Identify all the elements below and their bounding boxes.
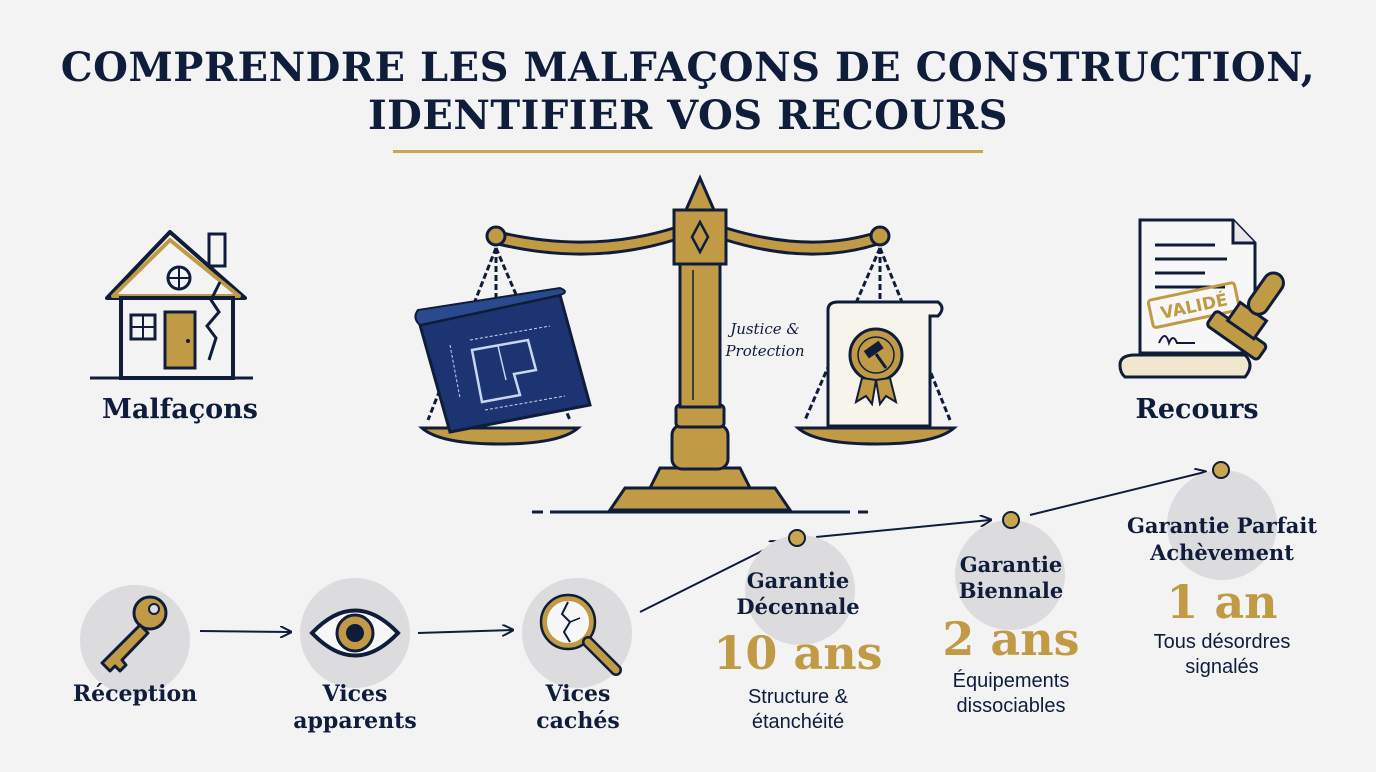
garantie-parfait-line-1: Garantie Parfait [1126, 513, 1318, 538]
malfacons-label: Malfaçons [101, 394, 259, 425]
validated-document-stamp-icon: VALIDÉ [1115, 215, 1285, 385]
title-divider [393, 150, 983, 153]
justice-caption-line-1: Justice & [730, 320, 800, 338]
magnifier-crack-icon [539, 593, 622, 676]
garantie-parfait-circle [1167, 470, 1277, 580]
balance-scale-icon [410, 170, 970, 520]
garantie-biennale-circle [955, 520, 1065, 630]
garantie-decennale-circle [745, 535, 855, 645]
reception-circle [80, 585, 190, 695]
timeline-dot-parfait [1212, 461, 1230, 479]
timeline-dot-biennale [1002, 511, 1020, 529]
certificate-gavel-icon [826, 300, 944, 428]
vices-caches-circle [522, 578, 632, 688]
garantie-biennale-desc-line-1: Équipements [952, 670, 1070, 692]
eye-icon [309, 608, 401, 658]
garantie-decennale-duration: 10 ans [713, 626, 883, 680]
justice-caption-line-2: Protection [725, 342, 805, 360]
garantie-biennale-desc-line-2: dissociables [956, 695, 1066, 717]
vices-apparents-circle [300, 578, 410, 688]
recours-label: Recours [1135, 394, 1259, 425]
key-icon [100, 595, 168, 673]
garantie-parfait-desc-line-2: signalés [1185, 656, 1259, 678]
step-vices-caches-line-1: Vices [545, 681, 611, 707]
garantie-decennale-line-1: Garantie [746, 568, 850, 593]
garantie-decennale-desc-line-1: Structure & [747, 686, 849, 708]
step-vices-caches-line-2: cachés [536, 708, 620, 734]
garantie-parfait-duration: 1 an [1166, 575, 1278, 629]
step-reception-label: Réception [72, 681, 198, 707]
garantie-biennale-duration: 2 ans [942, 612, 1080, 666]
garantie-biennale-line-2: Biennale [958, 578, 1064, 603]
page-title-line-1: COMPRENDRE LES MALFAÇONS DE CONSTRUCTION… [60, 44, 1316, 91]
step-vices-apparents-line-1: Vices [322, 681, 388, 707]
page-title-line-2: IDENTIFIER VOS RECOURS [367, 92, 1009, 139]
garantie-decennale-desc-line-2: étanchéité [751, 711, 845, 733]
garantie-parfait-line-2: Achèvement [1150, 540, 1294, 565]
garantie-parfait-desc-line-1: Tous désordres [1153, 631, 1291, 653]
garantie-biennale-line-1: Garantie [959, 552, 1063, 577]
blueprint-icon [414, 286, 592, 434]
cracked-house-icon [90, 220, 265, 385]
step-vices-apparents-line-2: apparents [293, 708, 417, 734]
garantie-decennale-line-2: Décennale [736, 594, 860, 619]
timeline-dot-decennale [788, 529, 806, 547]
